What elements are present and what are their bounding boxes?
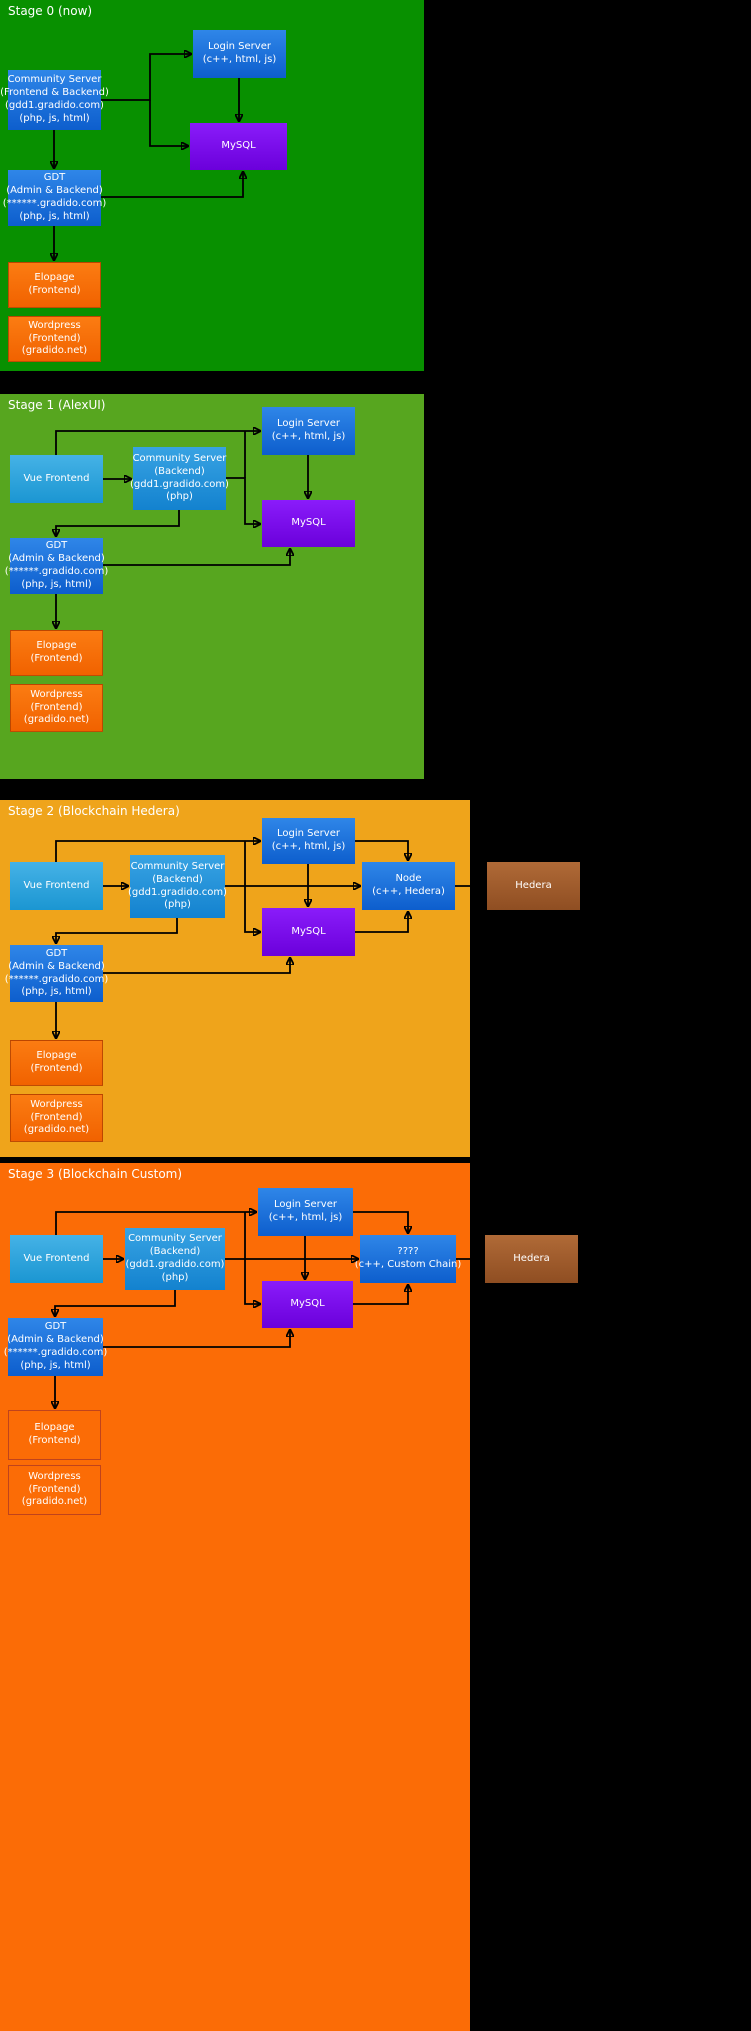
node-wordpress: Wordpress (Frontend) (gradido.net)	[10, 684, 103, 732]
node-gdt: GDT (Admin & Backend) (******.gradido.co…	[3, 170, 106, 226]
node-gdt: GDT (Admin & Backend) (******.gradido.co…	[5, 538, 108, 594]
node-elopage: Elopage (Frontend)	[10, 630, 103, 676]
node-login-server: Login Server (c++, html, js)	[193, 30, 286, 78]
node-vue-frontend: Vue Frontend	[10, 1235, 103, 1283]
stage-1-title: Stage 1 (AlexUI)	[8, 398, 106, 412]
stage-2-title: Stage 2 (Blockchain Hedera)	[8, 804, 180, 818]
node-wordpress: Wordpress (Frontend) (gradido.net)	[8, 1465, 101, 1515]
node-mysql: MySQL	[190, 123, 287, 170]
node-mysql: MySQL	[262, 500, 355, 547]
node-custom-chain: ???? (c++, Custom Chain)	[355, 1235, 461, 1283]
node-community-server: Community Server (Frontend & Backend) (g…	[0, 70, 109, 130]
node-hedera: Hedera	[487, 862, 580, 910]
node-mysql: MySQL	[262, 908, 355, 956]
node-vue-frontend: Vue Frontend	[10, 455, 103, 503]
node-wordpress: Wordpress (Frontend) (gradido.net)	[10, 1094, 103, 1142]
stage-3-title: Stage 3 (Blockchain Custom)	[8, 1167, 183, 1181]
node-login-server: Login Server (c++, html, js)	[262, 818, 355, 864]
stage-0-title: Stage 0 (now)	[8, 4, 93, 18]
node-login-server: Login Server (c++, html, js)	[258, 1188, 353, 1236]
node-gdt: GDT (Admin & Backend) (******.gradido.co…	[5, 945, 108, 1002]
node-elopage: Elopage (Frontend)	[10, 1040, 103, 1086]
stage-3-panel	[0, 1163, 470, 2031]
node-elopage: Elopage (Frontend)	[8, 262, 101, 308]
node-community-server: Community Server (Backend) (gdd1.gradido…	[125, 1228, 225, 1290]
node-hedera: Hedera	[485, 1235, 578, 1283]
node-community-server: Community Server (Backend) (gdd1.gradido…	[130, 447, 229, 510]
node-elopage: Elopage (Frontend)	[8, 1410, 101, 1460]
node-hedera-node: Node (c++, Hedera)	[362, 862, 455, 910]
node-wordpress: Wordpress (Frontend) (gradido.net)	[8, 316, 101, 362]
node-mysql: MySQL	[262, 1281, 353, 1328]
node-community-server: Community Server (Backend) (gdd1.gradido…	[128, 855, 227, 918]
node-login-server: Login Server (c++, html, js)	[262, 407, 355, 455]
node-gdt: GDT (Admin & Backend) (******.gradido.co…	[4, 1318, 107, 1376]
node-vue-frontend: Vue Frontend	[10, 862, 103, 910]
